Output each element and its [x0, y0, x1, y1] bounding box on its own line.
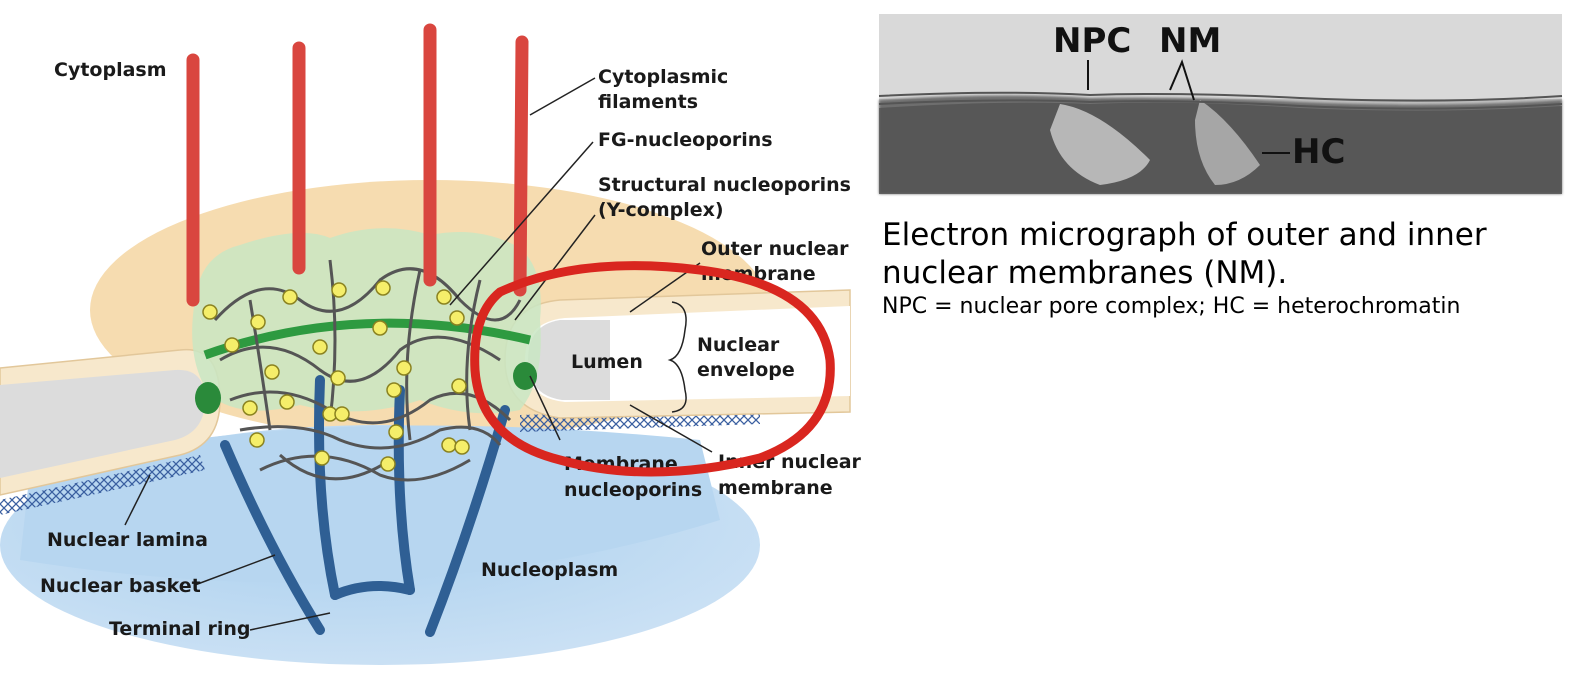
fg-bead [249, 432, 265, 448]
fg-bead [388, 424, 404, 440]
fg-beads [202, 280, 470, 472]
micrograph-label-npc: NPC [1053, 21, 1131, 61]
fg-bead [334, 406, 350, 422]
fg-bead [279, 394, 295, 410]
membrane-nucleoporin-right [513, 362, 537, 390]
fg-bead [451, 378, 467, 394]
leader-lines [124, 77, 713, 631]
fg-bead [264, 364, 280, 380]
fg-bead [202, 304, 218, 320]
fg-bead [436, 289, 452, 305]
cytoplasmic-filaments [186, 23, 529, 307]
fg-bead [331, 282, 347, 298]
fg-bead [396, 360, 412, 376]
label-inner-nuclear-membrane-2: membrane [718, 477, 833, 499]
label-nuclear-lamina: Nuclear lamina [47, 529, 208, 551]
label-nuclear-envelope-2: envelope [697, 359, 795, 381]
nuclear-lamina [0, 455, 205, 515]
fg-bead [454, 439, 470, 455]
fg-bead [242, 400, 258, 416]
fg-bead [330, 370, 346, 386]
membrane-ring [203, 318, 532, 360]
fg-bead [312, 339, 328, 355]
caption-title: Electron micrograph of outer and inner n… [882, 217, 1487, 291]
fg-bead [380, 456, 396, 472]
membrane-nucleoporin-left [195, 382, 221, 414]
label-fg-nucleoporins: FG-nucleoporins [598, 129, 773, 151]
fg-bead [314, 450, 330, 466]
label-cytoplasm: Cytoplasm [54, 59, 167, 81]
fg-bead [250, 314, 266, 330]
label-nuclear-basket: Nuclear basket [40, 575, 201, 597]
fg-bead [224, 337, 240, 353]
fg-bead [441, 437, 457, 453]
label-nucleoplasm: Nucleoplasm [481, 559, 618, 581]
label-cytoplasmic-filaments-1: Cytoplasmic [598, 66, 728, 88]
label-structural-nucleoporins-2: (Y-complex) [598, 199, 724, 221]
label-nuclear-envelope-1: Nuclear [697, 334, 780, 356]
label-cytoplasmic-filaments-2: filaments [598, 91, 698, 113]
fg-bead [449, 310, 465, 326]
caption-subtitle: NPC = nuclear pore complex; HC = heteroc… [882, 294, 1461, 319]
fg-bead [282, 289, 298, 305]
label-lumen: Lumen [571, 351, 643, 373]
electron-micrograph: NPC NM HC [878, 14, 1563, 194]
highlight-circle [470, 261, 835, 477]
label-membrane-nucleoporins-2: nucleoporins [564, 479, 702, 501]
micrograph-label-hc: HC [1292, 132, 1345, 172]
cytoplasmic-filament [513, 35, 529, 297]
right-nuclear-envelope [504, 289, 851, 419]
fg-strands [213, 259, 522, 482]
fg-bead [375, 280, 391, 296]
fg-bead [386, 382, 402, 398]
fg-bead [372, 320, 388, 336]
label-terminal-ring: Terminal ring [109, 618, 251, 640]
label-outer-nuclear-membrane-1: Outer nuclear [701, 238, 849, 260]
micrograph-label-nm: NM [1159, 21, 1221, 61]
label-structural-nucleoporins-1: Structural nucleoporins [598, 174, 851, 196]
